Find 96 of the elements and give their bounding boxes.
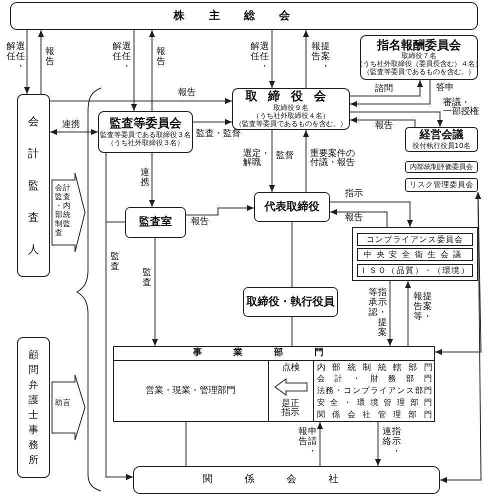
- arrow: [269, 130, 275, 192]
- edge-label: 監査・監督: [196, 130, 242, 140]
- box-title: 会計監査人: [28, 114, 40, 258]
- group-box: [352, 227, 478, 281]
- office-box: [125, 207, 186, 238]
- arrow: [350, 80, 430, 107]
- edge-label: 連携: [140, 168, 150, 188]
- box-title: 関係会社: [202, 474, 370, 486]
- box-title: 是正指示: [281, 400, 300, 419]
- arrow: [330, 202, 413, 228]
- committee-box: [360, 35, 478, 80]
- officer-box: [243, 287, 338, 317]
- header-label: 事業部門: [114, 347, 434, 361]
- edge-label: 申請・報告: [298, 427, 317, 457]
- box-title: 取締役・執行役員: [246, 296, 334, 308]
- committee-box: [356, 264, 473, 277]
- committee-box: [405, 178, 478, 192]
- arrow: [186, 205, 254, 216]
- edge-label: 選任・解任: [112, 42, 131, 72]
- arrow: [387, 280, 393, 346]
- edge-label: 答申: [436, 84, 455, 94]
- box-title: 代表取締役: [264, 200, 320, 214]
- list-item: 法務・コンプライアンス部門: [316, 384, 432, 397]
- department-box: [113, 346, 435, 422]
- arrow: [269, 30, 275, 88]
- committee-box: [356, 232, 473, 246]
- edge-label: 重要案件の付議・報告: [310, 150, 356, 169]
- edge-label: 指示・提案等承認: [368, 288, 387, 338]
- box-title: ＩＳＯ（品質）・（環境）: [360, 266, 470, 275]
- edge-label: 報告: [45, 47, 54, 67]
- edge-label: 選定・解職: [243, 150, 271, 169]
- arrow: [24, 30, 30, 94]
- arrow: [330, 209, 388, 228]
- committee-box: [98, 111, 193, 153]
- arrow: [106, 222, 134, 480]
- arrow: [50, 98, 232, 104]
- hollow-arrow: [52, 374, 86, 440]
- edge-label: 報告: [191, 218, 210, 228]
- edge-label: 諮問: [375, 85, 394, 94]
- arrow: [303, 30, 309, 88]
- board-box: [232, 88, 350, 130]
- edge-label: 提案・報告: [311, 42, 330, 72]
- box-title: 点検: [282, 362, 300, 374]
- committee-box: [356, 248, 473, 261]
- arrow: [131, 30, 137, 112]
- arrow: [405, 280, 411, 346]
- arrow: [149, 152, 155, 208]
- box-title: 監査室: [139, 216, 172, 229]
- box-title: 営業・現業・管理部門: [145, 386, 236, 396]
- box-title: 顧問弁護士事務所: [28, 348, 39, 468]
- edge-label: 報告: [375, 122, 394, 132]
- box-title: 取締役会: [245, 90, 337, 104]
- edge-label: 提案・報告等: [413, 292, 432, 322]
- list-item: 安全・環境管理部門: [316, 396, 432, 409]
- edge-label: 報告: [156, 47, 166, 67]
- edge-label: 選任・解任: [250, 42, 269, 72]
- text-label: 監督: [276, 152, 294, 162]
- arrow: [303, 130, 309, 192]
- edge-label: 審議・一部授権: [443, 99, 479, 118]
- officer-box: [254, 192, 330, 222]
- edge-label: 指示: [345, 190, 364, 200]
- meeting-box: [10, 2, 478, 30]
- committee-box: [405, 127, 478, 152]
- arrow: [149, 30, 155, 112]
- edge-label: 報告: [178, 89, 197, 98]
- affiliate-box: [133, 466, 440, 494]
- edge-label: 連携: [62, 121, 81, 130]
- arrow: [152, 238, 158, 346]
- box-title: 株主総会: [174, 10, 314, 22]
- list-item: 関係会社管理部門: [316, 408, 432, 421]
- arrow: [38, 30, 44, 94]
- arrow: [192, 119, 232, 125]
- edge-label: 監査: [110, 252, 120, 272]
- arrow: [350, 112, 443, 128]
- org-box: [17, 337, 50, 478]
- box-title: コンプライアンス委員会: [366, 234, 464, 244]
- box-title: 経営会議: [420, 129, 464, 142]
- list-item: 内部統制統轄部門: [316, 360, 432, 373]
- arrow: [350, 80, 423, 96]
- edge-label: 報告: [345, 214, 364, 224]
- hollow-arrow: [52, 172, 86, 252]
- box-title: 指名報酬委員会: [377, 38, 461, 52]
- department-list: [312, 360, 435, 422]
- arrow: [440, 192, 482, 483]
- box-title: 監査等委員会: [110, 117, 182, 131]
- edge-label: 指示・連絡: [382, 427, 401, 457]
- arrow: [375, 422, 381, 466]
- org-box: [17, 94, 50, 277]
- edge-label: 選任・解任: [6, 42, 25, 72]
- committee-box: [405, 161, 478, 173]
- list-item: 会計・財務部門: [316, 372, 432, 385]
- arrow: [50, 129, 98, 135]
- edge-label: 監査: [142, 268, 152, 288]
- arrow: [317, 422, 323, 466]
- box-title: 中央安全衛生会議: [364, 250, 466, 259]
- arrow: [350, 117, 416, 128]
